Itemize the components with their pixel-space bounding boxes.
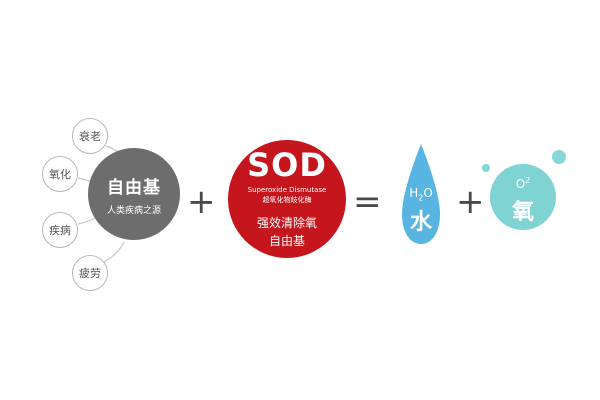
sod-node: SOD Superoxide Dismutase 超氧化物歧化酶 强效清除氧 自…	[228, 140, 346, 258]
oxygen-label: 氧	[511, 200, 534, 225]
sod-chinese-name: 超氧化物歧化酶	[262, 196, 312, 204]
water-formula: H2O	[409, 186, 433, 203]
oxygen-node: O2 氧	[482, 150, 592, 250]
free-radical-circle: 自由基 人类疾病之源	[88, 148, 180, 240]
effect-fatigue: 疲劳	[72, 255, 108, 291]
free-radical-subtitle: 人类疾病之源	[106, 205, 161, 216]
water-drop-icon	[402, 144, 440, 244]
free-radical-node: 自由基 人类疾病之源	[88, 148, 180, 240]
oxygen-bubble-large	[552, 150, 566, 164]
sod-title: SOD	[247, 146, 327, 184]
free-radical-title: 自由基	[107, 177, 161, 198]
effect-oxidation: 氧化	[42, 156, 78, 192]
sod-action-line1: 强效清除氧	[256, 216, 317, 230]
water-node: H2O 水	[398, 140, 444, 250]
equals-operator: =	[353, 182, 382, 222]
effect-aging: 衰老	[72, 118, 108, 154]
sod-action-line2: 自由基	[268, 234, 305, 248]
plus-operator-2: +	[456, 182, 485, 222]
effect-disease: 疾病	[42, 212, 78, 248]
water-label: 水	[409, 210, 432, 235]
oxygen-bubble-small	[482, 164, 490, 172]
oxygen-formula: O2	[515, 176, 531, 191]
oxygen-circle	[490, 164, 556, 230]
plus-operator-1: +	[187, 182, 216, 222]
sod-english-name: Superoxide Dismutase	[247, 186, 327, 194]
